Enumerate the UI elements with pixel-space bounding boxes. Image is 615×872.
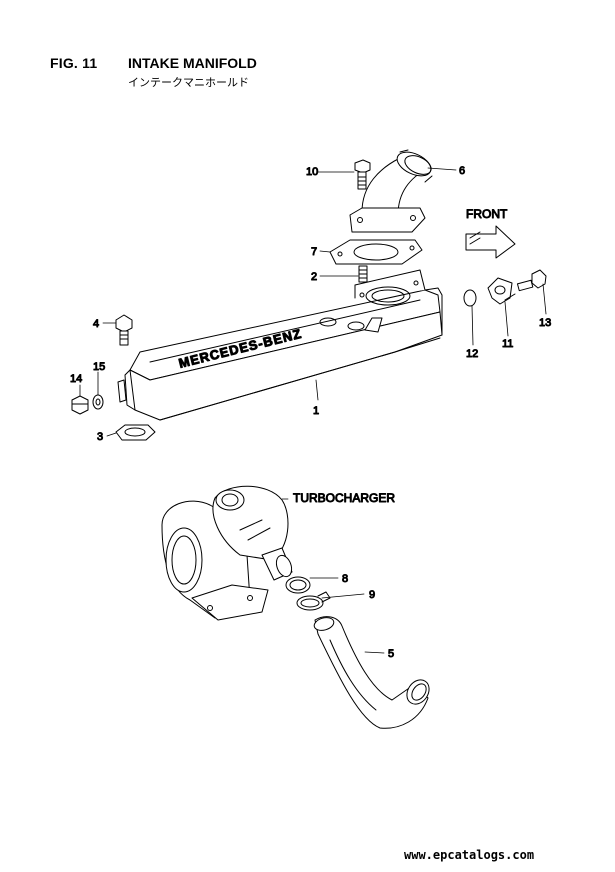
gasket-part-7: [329, 239, 423, 265]
callout-10: 10: [306, 166, 318, 178]
bolt-part-10: [354, 159, 371, 190]
seal-ring-part-8-inner: [289, 579, 307, 591]
turbocharger-unit: [161, 485, 293, 621]
callout-8: 8: [342, 573, 348, 585]
callout-15: 15: [93, 361, 105, 373]
sensor-bracket-part-11: [487, 277, 516, 305]
callout-5: 5: [388, 648, 394, 660]
bolt-part-13: [516, 269, 547, 292]
clamp-part-9: [296, 591, 331, 611]
callout-14: 14: [70, 373, 82, 385]
washer-part-15-hole: [95, 398, 101, 406]
callout-4: 4: [93, 318, 99, 330]
stud-part-2: [358, 265, 368, 283]
intake-manifold-part: [117, 269, 443, 421]
page-subtitle-japanese: インテークマニホールド: [128, 76, 249, 89]
bolt-part-4: [115, 314, 133, 346]
front-direction-arrow: [465, 225, 516, 259]
front-label: FRONT: [466, 207, 508, 221]
callout-2: 2: [311, 271, 317, 283]
callout-12: 12: [466, 348, 478, 360]
plug-part-14: [71, 395, 89, 415]
turbocharger-label: TURBOCHARGER: [293, 491, 395, 505]
gasket-part-3: [115, 424, 156, 441]
seal-ring-part-8: [285, 576, 311, 594]
figure-number: FIG. 11: [50, 55, 98, 71]
page-title: INTAKE MANIFOLD: [128, 55, 257, 71]
o-ring-part-12: [463, 289, 477, 307]
callout-7: 7: [311, 246, 317, 258]
callout-13: 13: [539, 317, 551, 329]
watermark-url: www.epcatalogs.com: [404, 848, 535, 862]
leader-lines: [79, 167, 547, 654]
callout-6: 6: [459, 165, 465, 177]
washer-part-15: [92, 394, 104, 410]
callout-1: 1: [313, 405, 319, 417]
intake-elbow-part: [349, 149, 433, 233]
callout-3: 3: [97, 431, 103, 443]
callout-11: 11: [502, 338, 513, 350]
hose-part-5: [313, 616, 430, 729]
callout-9: 9: [369, 589, 375, 601]
